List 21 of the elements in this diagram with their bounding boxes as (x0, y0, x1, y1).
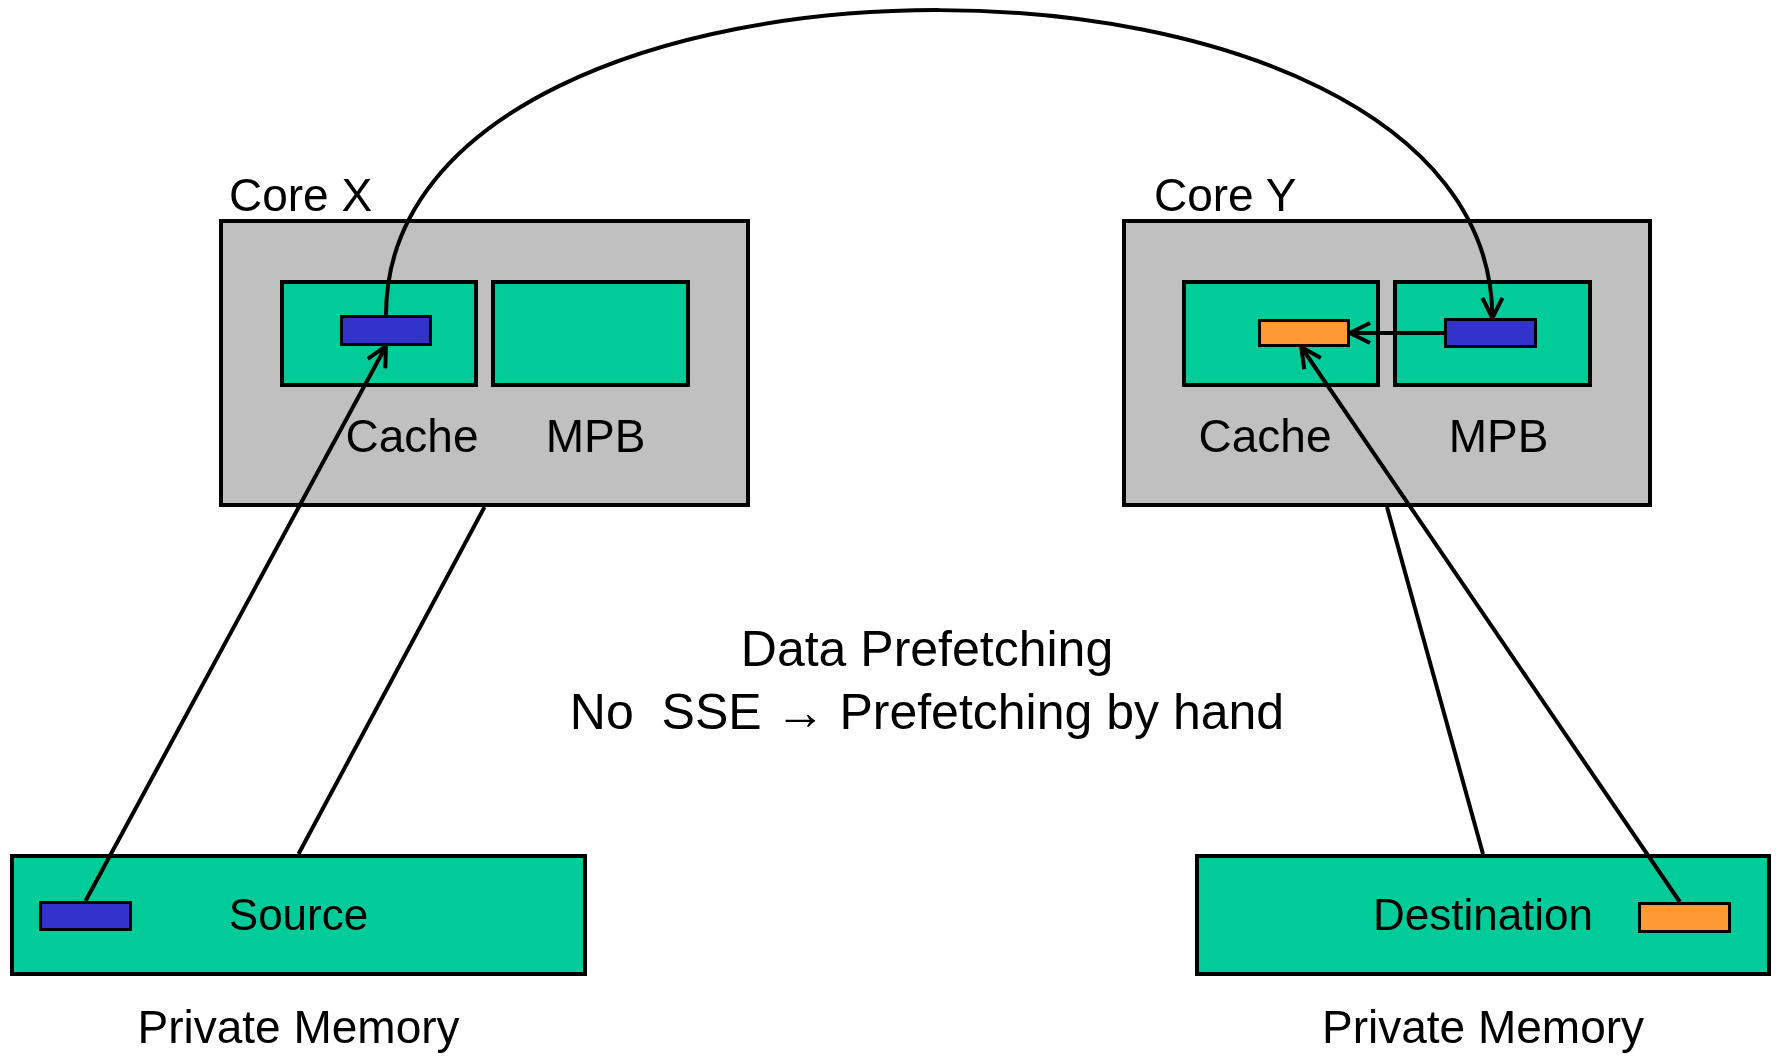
arrow (83, 344, 388, 902)
box-label: Source (228, 890, 369, 940)
core-heading: Core X (229, 170, 373, 221)
data-block (39, 901, 132, 931)
data-block (1444, 318, 1537, 348)
memory-caption: Private Memory (1321, 1002, 1645, 1053)
connector-line (1385, 506, 1485, 855)
box-label: MPB (545, 411, 646, 462)
box-label: Cache (1198, 411, 1332, 462)
connector-line (296, 506, 487, 855)
box-label: Cache (345, 411, 479, 462)
box-label: Destination (1372, 890, 1594, 940)
box-label: MPB (1448, 411, 1549, 462)
note-text: Data Prefetching (740, 622, 1114, 677)
data-block (1638, 902, 1731, 933)
data-block (1258, 319, 1350, 347)
note-text: No SSE → Prefetching by hand (569, 685, 1285, 740)
data-block (340, 315, 432, 346)
memory-caption: Private Memory (137, 1002, 460, 1053)
arrow (1348, 321, 1444, 345)
arrow (1299, 345, 1682, 904)
